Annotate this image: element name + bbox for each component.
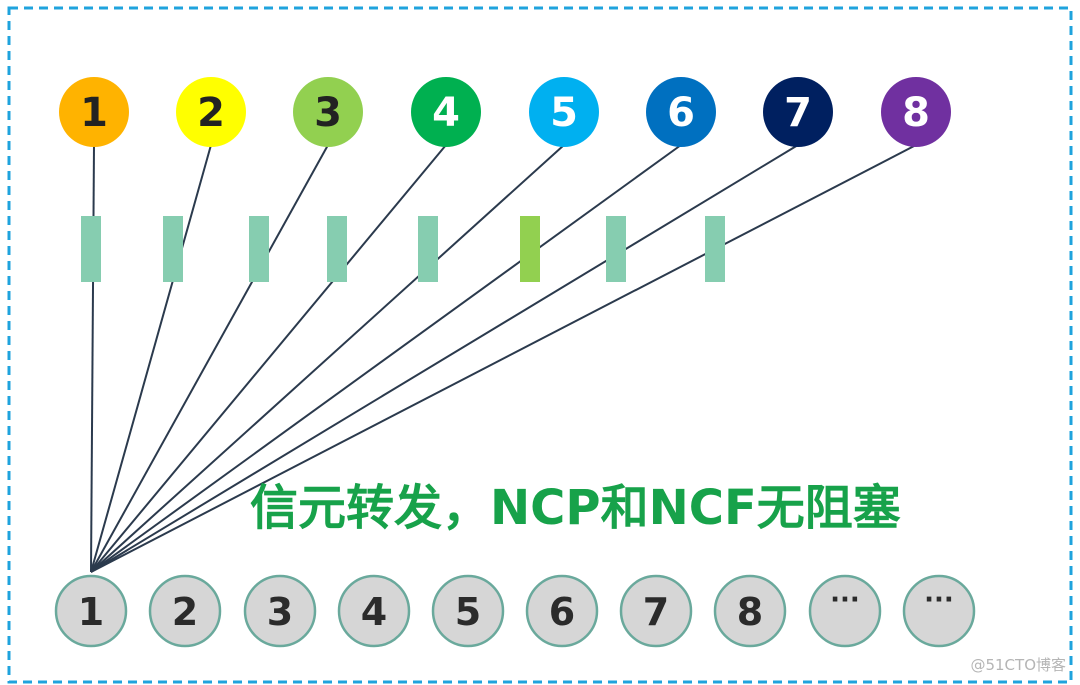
- link-line: [90, 144, 799, 573]
- top-node-circle: [293, 77, 363, 147]
- top-node: 2: [176, 77, 246, 147]
- top-node-label: 3: [314, 90, 342, 136]
- links: [90, 144, 917, 573]
- bottom-nodes: 1 2 3 4 5 6 7 8 ··· ···: [54, 574, 976, 648]
- top-nodes: 1 2 3 4 5 6 7 8: [59, 77, 951, 147]
- bottom-node-label: 6: [549, 590, 575, 634]
- top-node-label: 8: [902, 90, 930, 136]
- top-node: 8: [881, 77, 951, 147]
- bottom-node-circle: [243, 574, 317, 648]
- cell-markers: [81, 216, 725, 282]
- top-node: 1: [59, 77, 129, 147]
- bottom-node-circle: [808, 574, 882, 648]
- top-node: 6: [646, 77, 716, 147]
- bottom-node-circle: [619, 574, 693, 648]
- bottom-node: 2: [148, 574, 222, 648]
- bottom-node-circle: [431, 574, 505, 648]
- link-line: [90, 144, 447, 573]
- top-node-label: 6: [667, 90, 695, 136]
- top-node-label: 1: [80, 90, 108, 136]
- bottom-node-label: 1: [78, 590, 104, 634]
- top-node-circle: [881, 77, 951, 147]
- bottom-node-circle: [525, 574, 599, 648]
- top-node-label: 2: [197, 90, 225, 136]
- cell-marker: [81, 216, 101, 282]
- top-node: 3: [293, 77, 363, 147]
- bottom-node-circle: [337, 574, 411, 648]
- cell-marker: [327, 216, 347, 282]
- top-node: 7: [763, 77, 833, 147]
- top-node-circle: [59, 77, 129, 147]
- cell-marker: [418, 216, 438, 282]
- top-node: 5: [529, 77, 599, 147]
- bottom-node: ···: [808, 574, 882, 648]
- bottom-node: 6: [525, 574, 599, 648]
- bottom-node-label: 5: [455, 590, 481, 634]
- top-node-label: 7: [784, 90, 812, 136]
- bottom-node-label: ···: [924, 585, 954, 615]
- link-line: [90, 144, 917, 573]
- top-node-circle: [529, 77, 599, 147]
- bottom-node-circle: [713, 574, 787, 648]
- caption: 信元转发，NCP和NCF无阻塞: [250, 480, 901, 536]
- bottom-node: 7: [619, 574, 693, 648]
- cell-marker: [163, 216, 183, 282]
- cell-marker: [705, 216, 725, 282]
- bottom-node: 5: [431, 574, 505, 648]
- top-node-circle: [763, 77, 833, 147]
- bottom-node: 4: [337, 574, 411, 648]
- link-line: [90, 144, 565, 573]
- bottom-node: 1: [54, 574, 128, 648]
- top-node-circle: [411, 77, 481, 147]
- bottom-node-circle: [148, 574, 222, 648]
- bottom-node: 3: [243, 574, 317, 648]
- link-line: [90, 144, 212, 573]
- bottom-node-label: 2: [172, 590, 198, 634]
- bottom-node-label: 4: [361, 590, 387, 634]
- top-node-label: 5: [550, 90, 578, 136]
- bottom-node-circle: [902, 574, 976, 648]
- top-node-label: 4: [432, 90, 460, 136]
- watermark: @51CTO博客: [970, 656, 1066, 674]
- bottom-node-label: 3: [267, 590, 293, 634]
- bottom-node: ···: [902, 574, 976, 648]
- bottom-node-label: ···: [830, 585, 860, 615]
- link-line: [90, 144, 682, 573]
- top-node-circle: [176, 77, 246, 147]
- cell-marker: [520, 216, 540, 282]
- top-node: 4: [411, 77, 481, 147]
- cell-marker: [606, 216, 626, 282]
- top-node-circle: [646, 77, 716, 147]
- bottom-node-label: 8: [737, 590, 763, 634]
- cell-marker: [249, 216, 269, 282]
- dashed-frame: [7, 6, 1073, 684]
- bottom-node: 8: [713, 574, 787, 648]
- bottom-node-label: 7: [643, 590, 669, 634]
- link-line: [90, 144, 329, 573]
- bottom-node-circle: [54, 574, 128, 648]
- link-line: [90, 144, 95, 573]
